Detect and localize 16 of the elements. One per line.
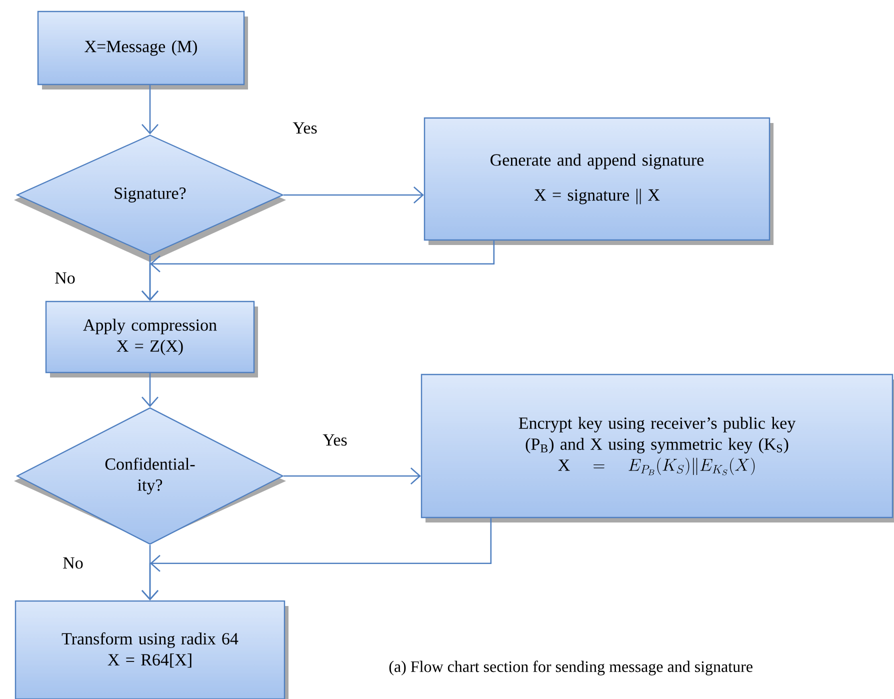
arrow	[142, 85, 158, 134]
edge-label: Yes	[292, 121, 318, 135]
edge-label: No	[54, 271, 76, 285]
arrow	[142, 256, 158, 301]
process-box: Transform using radix 64 X = R64[X]	[14, 600, 288, 699]
arrow	[142, 373, 158, 408]
caption: (a) Flow chart section for sending message and signature	[389, 660, 752, 676]
edge-label: Yes	[322, 433, 348, 447]
process-box: Generate and append signature X = signature || X	[424, 117, 774, 245]
process-box: X=Message (M)	[37, 10, 248, 90]
process-box: Apply compression X = Z(X)	[45, 300, 258, 378]
arrow	[284, 186, 424, 204]
arrow	[142, 544, 158, 600]
edge-label: No	[62, 556, 84, 570]
arrow	[284, 468, 421, 484]
process-box: Encrypt key using receiver’s public key (P$_{B}$) and X using symmetric key (K$_{S}$) $\mathrm{X} = E_{P_{B}}(K_{S}) \| E_{K_{S}}(X)$	[420, 374, 894, 522]
